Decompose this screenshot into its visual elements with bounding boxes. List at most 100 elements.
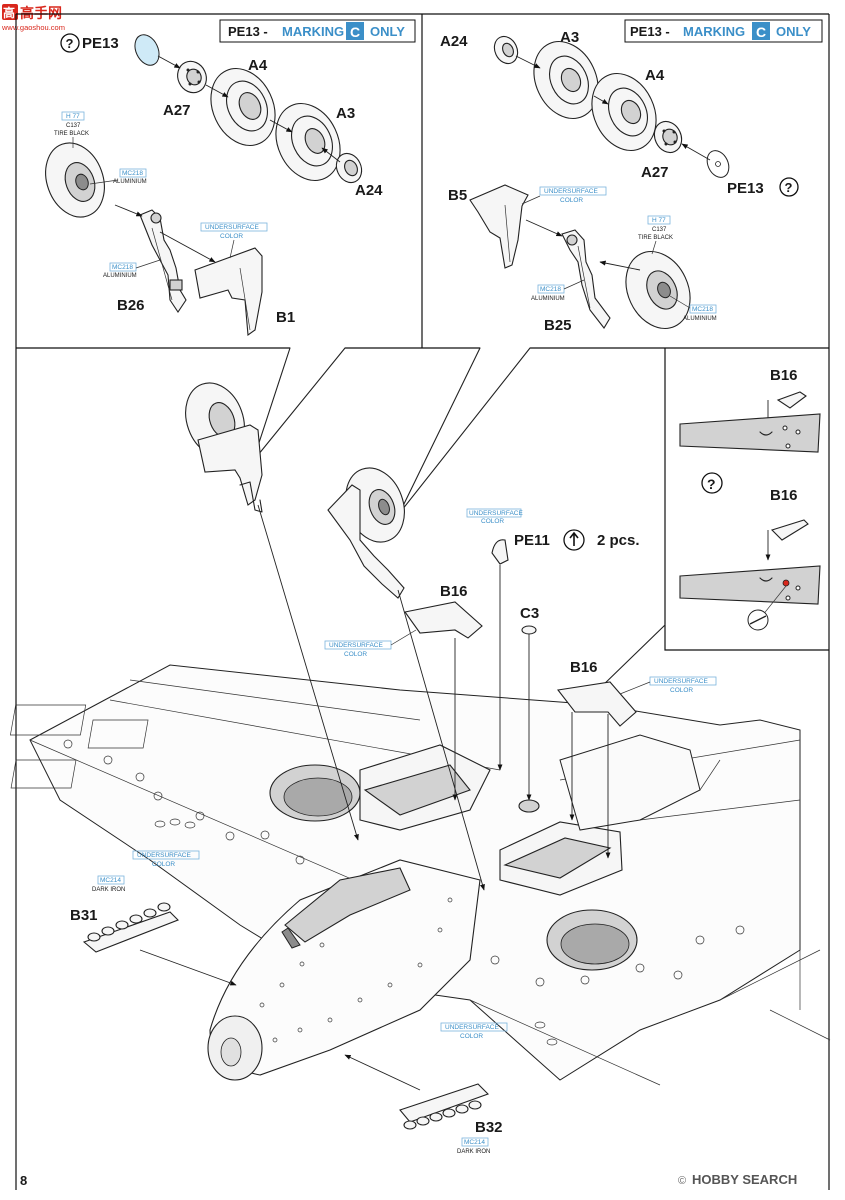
left-wheel-well (269, 744, 491, 831)
tire-half-a4 (210, 68, 276, 146)
part-label-b16-right: B16 (570, 659, 598, 676)
marking-prefix: PE13 - (228, 24, 268, 39)
paint-hub-code: MC218 (122, 170, 143, 177)
marking-letter: C (350, 24, 360, 40)
paint-door-2: COLOR (560, 197, 583, 204)
part-label-a24: A24 (355, 182, 383, 199)
photoetch-disc-right (706, 150, 730, 178)
paint-hub-code: MC218 (692, 306, 713, 313)
wing-section-bottom (679, 565, 821, 605)
inset-question-icon (701, 472, 723, 494)
part-c3 (521, 625, 537, 635)
marking-suffix: ONLY (370, 24, 405, 39)
hobby-search-watermark: © HOBBY SEARCH (678, 1172, 797, 1187)
paint-fus-1: UNDERSURFACE (445, 1024, 499, 1031)
panel-frames (15, 13, 830, 1190)
drill-hole-marker (782, 579, 790, 587)
paint-b31-code: MC214 (100, 877, 121, 884)
paint-door-1: UNDERSURFACE (544, 188, 598, 195)
paint-fus-2: COLOR (460, 1033, 483, 1040)
flap-b16-right (556, 681, 637, 727)
paint-pe11-1: UNDERSURFACE (469, 510, 523, 517)
pe11-quantity: 2 pcs. (597, 532, 640, 549)
paint-door-2: COLOR (220, 233, 243, 240)
main-assembly: UNDERSURFACE COLOR PE11 2 pcs. B16 UNDER… (9, 382, 831, 1155)
optional-question-icon (60, 33, 80, 53)
paint-pe11-2: COLOR (481, 518, 504, 525)
photoetch-bracket-pe11 (491, 539, 509, 565)
paint-hub-name: ALUMINIUM (113, 179, 147, 185)
exhaust-ports-right (534, 1021, 558, 1046)
marking-letter: C (756, 24, 766, 40)
paint-leg-code: MC218 (540, 286, 561, 293)
part-label-b1: B1 (276, 309, 295, 326)
part-label-b31: B31 (70, 907, 98, 924)
inset-bottom-label: B16 (770, 487, 798, 504)
paint-b32-name: DARK IRON (457, 1149, 490, 1155)
left-detail-panel: PE13 - MARKING C ONLY ? PE13 A27 A4 (45, 19, 416, 337)
hub-cap-a24-right (493, 35, 519, 65)
part-label-pe13: PE13 (727, 180, 764, 197)
flap-b16-bottom (770, 519, 809, 541)
optional-question-icon (779, 177, 799, 197)
exhaust-ports-left (154, 818, 196, 829)
marking-badge-right: PE13 - MARKING C ONLY (624, 19, 823, 43)
flap-b16-top (776, 391, 807, 409)
paint-wing-2: COLOR (152, 861, 175, 868)
part-label-b26: B26 (117, 297, 145, 314)
paint-tire-c: C137 (652, 227, 667, 233)
paint-b32-code: MC214 (464, 1139, 485, 1146)
tire-half-a4-right (591, 73, 657, 151)
flap-b16-left (404, 601, 483, 639)
exhaust-stacks-b32 (399, 1083, 490, 1130)
brand-name: HOBBY SEARCH (692, 1172, 797, 1187)
landing-leg-b25 (561, 229, 611, 329)
gear-door-b5 (469, 184, 529, 269)
question-glyph: ? (66, 36, 74, 51)
hub-part-a27-right (653, 120, 683, 154)
assembled-wheel-left (45, 142, 105, 218)
paint-b16l-1: UNDERSURFACE (329, 642, 383, 649)
part-label-a24: A24 (440, 33, 468, 50)
paint-hub-name: ALUMINIUM (683, 316, 717, 322)
copyright-mark: © (678, 1175, 686, 1187)
paint-leg-name: ALUMINIUM (103, 273, 137, 279)
hub-cap-a24 (335, 152, 363, 184)
right-wheel-well (499, 821, 638, 971)
photoetch-disc (134, 34, 160, 66)
paint-door-1: UNDERSURFACE (205, 224, 259, 231)
paint-b16r-2: COLOR (670, 687, 693, 694)
logo-glyph: 高 (3, 5, 15, 20)
part-label-c3: C3 (520, 605, 539, 622)
inset-b16-options: B16 ? B16 (679, 367, 821, 631)
paint-tire-h: H 77 (66, 113, 80, 120)
part-label-a4: A4 (248, 57, 268, 74)
part-label-a27: A27 (641, 164, 669, 181)
marking-word: MARKING (282, 24, 344, 39)
part-label-a3: A3 (336, 105, 355, 122)
left-gear-assembled (185, 382, 263, 513)
tire-half-a3 (275, 103, 341, 181)
marking-suffix: ONLY (776, 24, 811, 39)
paint-leg-code: MC218 (112, 264, 133, 271)
right-detail-panel: PE13 - MARKING C ONLY A24 A3 A4 (440, 19, 823, 334)
part-label-a27: A27 (163, 102, 191, 119)
paint-tire-c: C137 (66, 123, 81, 129)
paint-leg-name: ALUMINIUM (531, 296, 565, 302)
paint-wing-1: UNDERSURFACE (137, 852, 191, 859)
right-gear-assembled (327, 467, 405, 599)
wing-section-top (679, 413, 821, 453)
paint-b31-name: DARK IRON (92, 887, 125, 893)
paint-tire-name: TIRE BLACK (638, 235, 673, 241)
paint-b16l-2: COLOR (344, 651, 367, 658)
site-watermark-logo: 高 高手网 www.gaoshou.com (1, 4, 65, 32)
paint-b16r-1: UNDERSURFACE (654, 678, 708, 685)
part-label-b32: B32 (475, 1119, 503, 1136)
part-label-b16-left: B16 (440, 583, 468, 600)
logo-url: www.gaoshou.com (1, 23, 65, 32)
marking-prefix: PE13 - (630, 24, 670, 39)
landing-leg-b26 (139, 209, 187, 313)
hub-part-a27 (177, 60, 207, 94)
exhaust-stacks-b31 (82, 902, 179, 953)
gear-door-b1 (194, 247, 263, 337)
